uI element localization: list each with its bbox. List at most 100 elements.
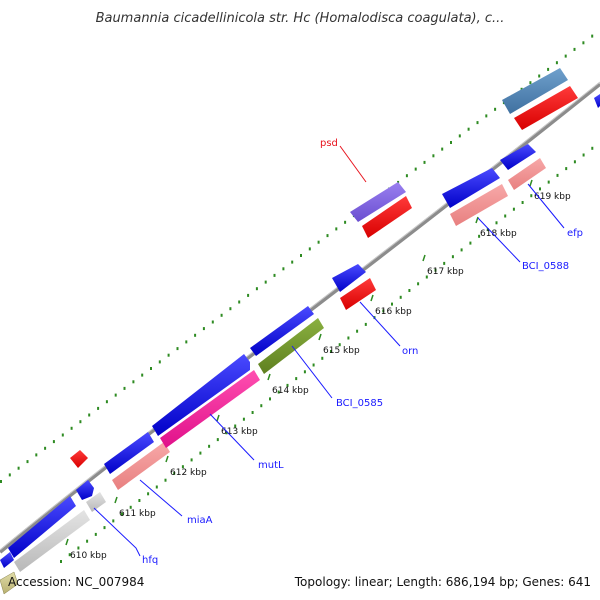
gene-feature-blue[interactable] <box>332 264 366 292</box>
gc-dot <box>273 273 276 277</box>
gene-feature-red[interactable] <box>70 450 88 468</box>
gene-feature-blue[interactable] <box>76 480 94 500</box>
gc-dot <box>158 360 161 364</box>
gc-dot <box>330 350 332 353</box>
gene-feature-blue[interactable] <box>8 496 76 558</box>
gc-dot <box>94 532 97 536</box>
gc-dot <box>79 420 82 424</box>
gc-dot <box>199 451 202 455</box>
gc-dot <box>538 74 541 78</box>
gene-label-miaa[interactable]: miaA <box>187 515 213 526</box>
gene-feature-magenta[interactable] <box>160 370 260 448</box>
gc-dot <box>181 465 184 469</box>
position-tick <box>65 538 69 546</box>
gc-dot <box>582 41 585 45</box>
gene-label-bci0588[interactable]: BCI_0588 <box>522 261 569 272</box>
gene-label-mutl[interactable]: mutL <box>258 460 284 471</box>
gene-feature-green[interactable] <box>258 318 324 374</box>
gene-label-psd[interactable]: psd <box>320 138 338 149</box>
gc-dot <box>229 307 232 311</box>
gene-feature-pink[interactable] <box>112 442 170 490</box>
gc-dot <box>565 167 568 171</box>
gc-dot <box>417 282 420 286</box>
gene-feature-pink[interactable] <box>508 158 546 190</box>
gc-content-dots-lower <box>60 146 594 563</box>
gc-dot <box>147 492 150 496</box>
gc-dot <box>77 546 80 550</box>
tick-label: 617 kbp <box>427 267 464 277</box>
gene-label-efp[interactable]: efp <box>567 228 583 239</box>
gene-label-bci0585[interactable]: BCI_0585 <box>336 398 383 409</box>
gc-dot <box>344 220 347 224</box>
position-tick <box>318 333 322 341</box>
gene-feature-grey[interactable] <box>86 492 106 512</box>
gc-dot <box>173 471 176 475</box>
gc-dot <box>255 287 258 291</box>
gene-feature-blue[interactable] <box>104 432 154 474</box>
gc-dot <box>458 134 461 138</box>
gc-dot <box>0 480 2 483</box>
gene-feature-red[interactable] <box>514 86 578 130</box>
leader-line-bci0585 <box>291 345 333 399</box>
gc-dot <box>105 400 108 404</box>
gc-dot <box>8 473 11 477</box>
gc-dot <box>300 254 302 257</box>
tick-label: 614 kbp <box>272 386 309 396</box>
gc-dot <box>564 54 567 58</box>
tick-label: 616 kbp <box>375 307 412 317</box>
gc-dot <box>88 413 91 417</box>
gene-feature-red[interactable] <box>362 196 412 238</box>
gene-label-hfq[interactable]: hfq <box>142 555 158 566</box>
gene-feature-pink[interactable] <box>450 184 508 226</box>
gc-dot <box>121 512 123 516</box>
leader-line-bci0588 <box>477 217 521 263</box>
gene-feature-grey[interactable] <box>14 510 90 572</box>
position-tick-labels: 610 kbp 611 kbp 612 kbp 613 kbp 614 kbp … <box>70 192 571 561</box>
gene-label-orn[interactable]: orn <box>402 346 418 357</box>
gene-feature-steelblue[interactable] <box>502 68 568 114</box>
gene-feature-blue[interactable] <box>0 552 14 568</box>
tick-label: 613 kbp <box>221 427 258 437</box>
gene-feature-olive[interactable] <box>0 571 19 595</box>
tick-label: 618 kbp <box>480 229 517 239</box>
gc-dot <box>547 67 550 71</box>
position-tick <box>475 216 479 224</box>
gc-dot <box>35 453 38 457</box>
position-tick <box>267 373 271 381</box>
gc-dot <box>264 280 267 284</box>
gene-feature-purple[interactable] <box>350 182 406 222</box>
gc-dot <box>44 446 47 450</box>
tick-label: 615 kbp <box>323 346 360 356</box>
gc-dot <box>150 367 152 370</box>
gene-feature-blue[interactable] <box>250 306 314 356</box>
gc-dot <box>356 329 359 333</box>
position-tick <box>370 294 374 302</box>
gc-dot <box>476 121 479 125</box>
gene-feature-blue[interactable] <box>442 168 500 208</box>
gc-dot <box>478 234 481 238</box>
gc-dot <box>338 343 341 347</box>
position-tick <box>422 254 426 262</box>
tick-label: 610 kbp <box>70 551 107 561</box>
gc-dot <box>443 261 446 265</box>
leader-line-hfq <box>93 507 141 557</box>
gc-dot <box>432 154 435 158</box>
tick-label: 611 kbp <box>119 509 156 519</box>
gene-feature-blue[interactable] <box>500 144 536 170</box>
gc-dot <box>529 81 532 85</box>
gc-dot <box>295 377 298 381</box>
position-tick <box>529 179 533 187</box>
gene-feature-blue[interactable] <box>152 354 250 436</box>
gene-feature-blue[interactable] <box>594 94 600 108</box>
gc-dot <box>504 214 507 218</box>
gc-dot <box>312 363 315 367</box>
gc-dot <box>60 560 62 563</box>
gc-dot <box>485 114 488 118</box>
gc-dot <box>238 300 241 304</box>
gc-dot <box>216 438 219 442</box>
gene-feature-red[interactable] <box>340 278 376 310</box>
leader-line-mia <box>139 479 183 517</box>
gc-dot <box>321 356 324 360</box>
